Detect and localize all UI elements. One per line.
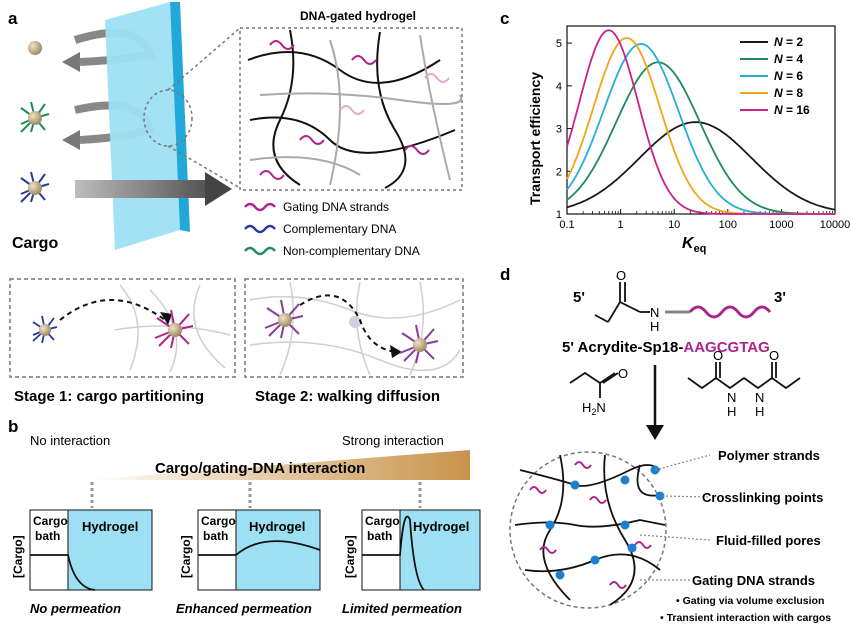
x-tick-label: 1 [618,219,624,231]
y-tick-label: 5 [556,38,562,50]
chart-xlabel: Keq [682,235,706,255]
legend-non-complementary-dna [244,246,276,256]
bath-label-3b: bath [367,529,392,543]
chart-frame [566,25,836,215]
complementary-cargo [20,171,50,203]
bath-label-1b: bath [35,529,60,543]
series-line [566,61,835,215]
crosslink-points [545,465,665,580]
non-complementary-cargo [20,101,50,133]
y-tick-label: 2 [556,166,562,178]
o-atom-1: O [616,268,626,283]
acrylamide-structure [569,371,619,398]
profile-plot-2 [197,509,321,591]
legend-non-complementary-dna-label: Non-complementary DNA [283,244,420,258]
three-prime-label: 3' [774,289,786,306]
legend-gating-dna [244,202,276,212]
o-atom-4: O [769,348,779,363]
hydrogel-label-1: Hydrogel [82,519,138,534]
series-line [566,29,835,215]
panel-a-letter: a [8,9,18,28]
note-transient-interaction: • Transient interaction with cargos [660,612,831,624]
h2n-atom: H2N [582,400,606,417]
network-gating-strands [529,461,652,589]
x-tick-label: 10000 [820,219,851,231]
legend-label: N = 4 [774,52,803,66]
legend-label: N = 2 [774,35,803,49]
hydrogel-slab [105,2,180,250]
x-tick-label: 10 [668,219,680,231]
strong-interaction-label: Strong interaction [342,433,444,448]
sequence-label: 5' Acrydite-Sp18-AAGCGTAG [562,339,770,356]
h-atom-1: H [650,319,659,334]
bath-label-1a: Cargo [33,514,68,528]
stage1-cargo [32,315,58,344]
cargo-label: Cargo [12,235,58,252]
stage2-box [244,278,464,378]
o-atom-2: O [618,366,628,381]
y-tick-label: 4 [556,81,562,93]
ylabel-2: [Cargo] [179,535,193,578]
bisacrylamide-structure [687,362,801,390]
fluid-filled-pores-label: Fluid-filled pores [716,533,821,548]
hydrogel-label-2: Hydrogel [249,519,305,534]
y-tick-label: 3 [556,124,562,136]
nh-atom-2: N [727,390,736,405]
bath-label-3a: Cargo [365,514,400,528]
h-atom-2: H [727,404,736,419]
network-circle [509,451,667,609]
stage2-arrow [299,294,399,353]
note-volume-exclusion: • Gating via volume exclusion [676,595,824,607]
profile-plot-3 [361,509,481,591]
stage1-label: Stage 1: cargo partitioning [14,388,204,405]
acrydite-structure [594,282,690,323]
legend-complementary-dna [244,224,276,234]
caption-no-permeation: No permeation [30,601,121,616]
interaction-gradient-bar [85,450,470,480]
stage1-arrow [59,299,166,321]
bath-label-2a: Cargo [201,514,236,528]
stage2-label: Stage 2: walking diffusion [255,388,440,405]
hydrogel-label-3: Hydrogel [413,519,469,534]
ylabel-1: [Cargo] [11,535,25,578]
legend-label: N = 16 [774,103,810,117]
hydrogel-title: DNA-gated hydrogel [300,9,416,23]
legend-label: N = 6 [774,69,803,83]
interaction-title: Cargo/gating-DNA interaction [155,460,365,477]
ylabel-3: [Cargo] [343,535,357,578]
five-prime-label: 5' [573,289,585,306]
bath-label-2b: bath [203,529,228,543]
gating-strand-structure [688,305,772,319]
nh-atom-1: N [650,305,659,320]
panel-d-letter: d [500,265,510,284]
stage1-bound-cargo [154,309,194,349]
o-atom-3: O [713,348,723,363]
nh-atom-3: N [755,390,764,405]
caption-limited-permeation: Limited permeation [342,601,462,616]
h-atom-3: H [755,404,764,419]
no-interaction-label: No interaction [30,433,110,448]
crosslinking-points-label: Crosslinking points [702,490,823,505]
legend-label: N = 8 [774,86,803,100]
y-tick-label: 1 [556,209,562,221]
gating-dna-strands-label: Gating DNA strands [692,573,815,588]
x-tick-label: 0.1 [559,219,574,231]
stage2-cargo-right [399,324,439,364]
chart-ylabel: Transport efficiency [527,72,543,205]
hydrogel-network [247,29,463,189]
x-tick-label: 100 [719,219,737,231]
x-tick-label: 1000 [769,219,793,231]
panel-b-letter: b [8,417,18,436]
caption-enhanced-permeation: Enhanced permeation [176,601,312,616]
polymer-strands-label: Polymer strands [718,448,820,463]
bare-cargo-bead [28,41,42,55]
legend-complementary-dna-label: Complementary DNA [283,222,396,236]
legend-gating-dna-label: Gating DNA strands [283,200,389,214]
permeation-arrow [205,172,232,206]
stage2-cargo-left [264,299,304,339]
panel-c-letter: c [500,9,509,28]
profile-plot-1 [29,509,153,591]
